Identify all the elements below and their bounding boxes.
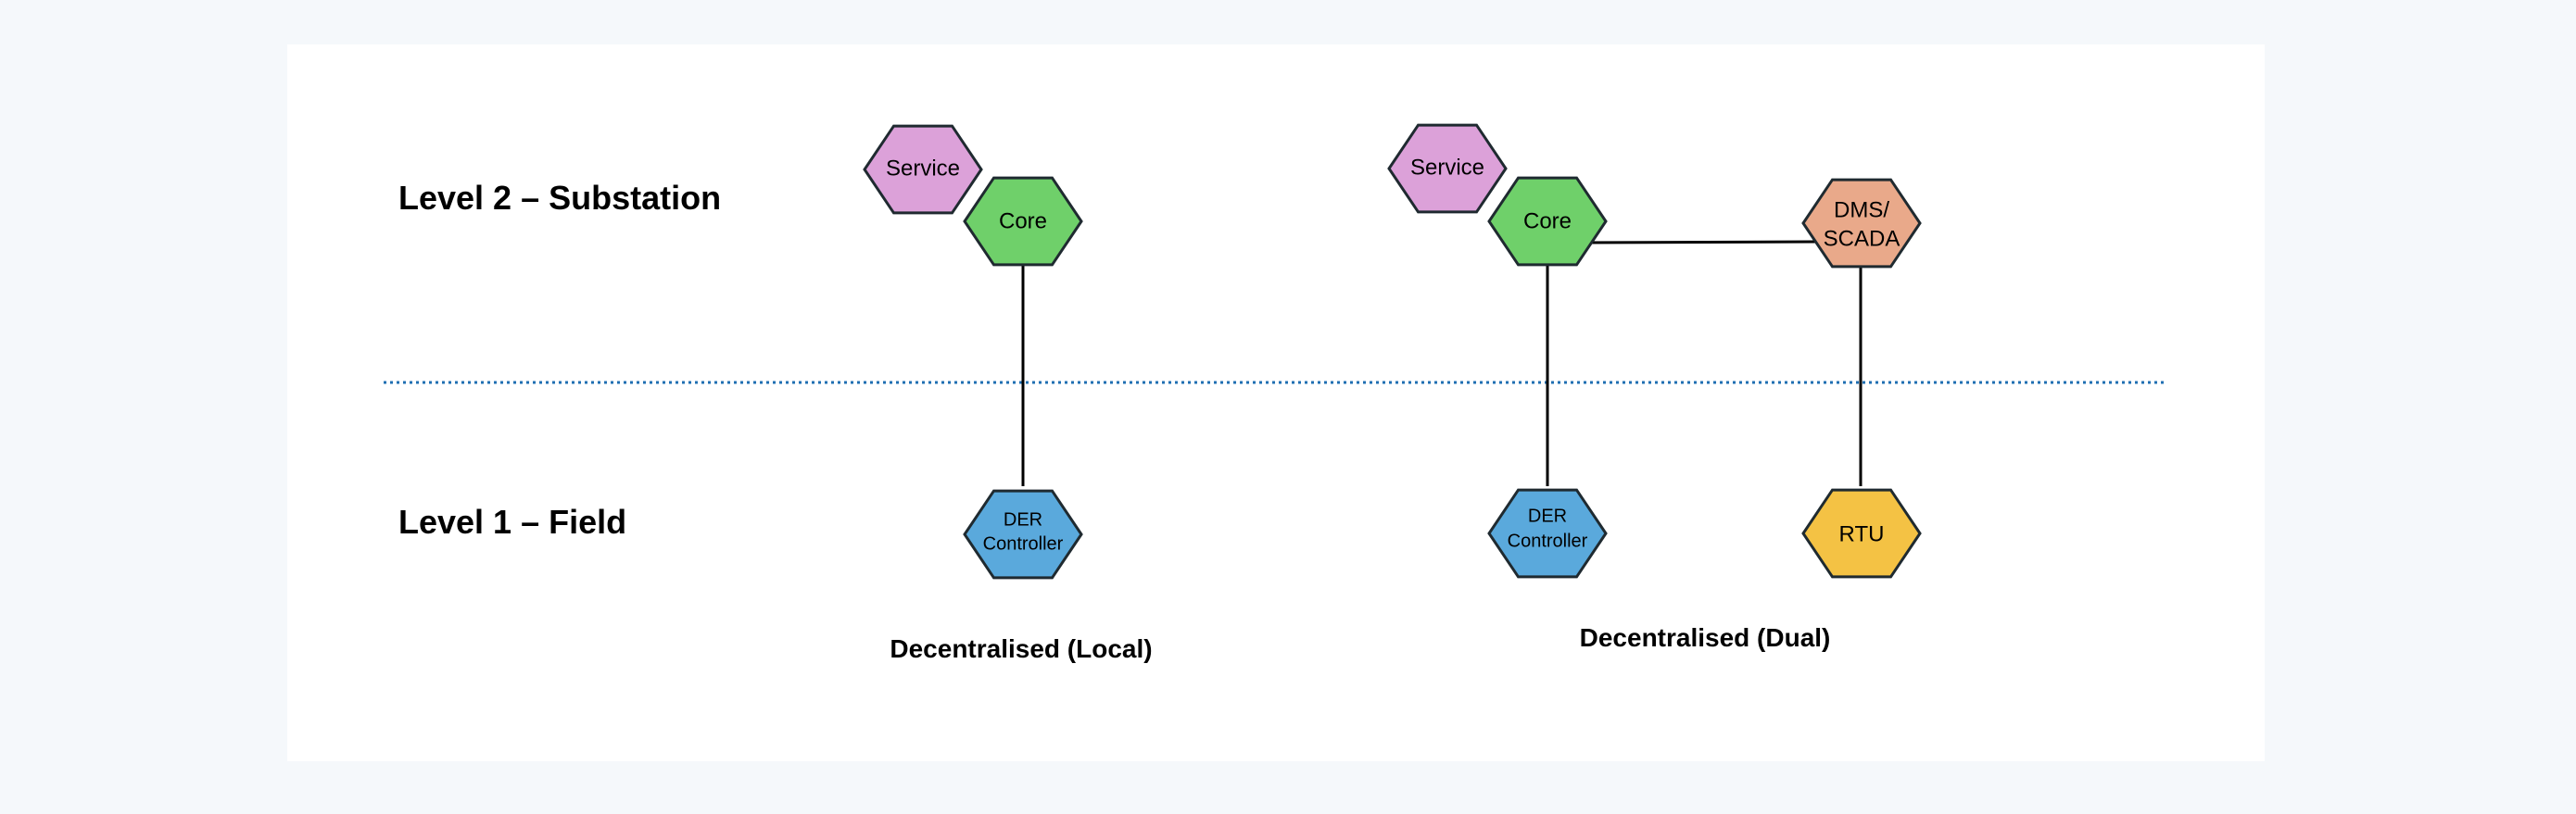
dual-dms-scada-hexagon — [1801, 178, 1922, 269]
local-core-label: Core — [999, 208, 1047, 233]
dual-core-label: Core — [1523, 208, 1572, 233]
dual-der-label-line2: Controller — [1508, 531, 1588, 551]
connector-dual-core-dms — [1584, 240, 1817, 244]
dual-rtu-label: RTU — [1839, 521, 1885, 546]
dual-rtu-hexagon — [1801, 488, 1922, 579]
level-1-label: Level 1 – Field — [398, 503, 626, 541]
diagram-panel — [287, 44, 2265, 761]
dual-service-hexagon — [1387, 123, 1508, 214]
dual-dms-label-line1: DMS/ — [1834, 197, 1889, 222]
local-core-hexagon — [963, 176, 1083, 267]
local-caption: Decentralised (Local) — [890, 634, 1152, 663]
dual-dms-label-line2: SCADA — [1824, 226, 1900, 251]
dual-der-controller-hexagon — [1487, 488, 1608, 579]
dual-core-hexagon — [1487, 176, 1608, 267]
dual-caption: Decentralised (Dual) — [1580, 623, 1831, 652]
local-service-label: Service — [886, 156, 960, 181]
dual-service-label: Service — [1410, 155, 1484, 180]
level-2-label: Level 2 – Substation — [398, 179, 721, 217]
local-der-label-line2: Controller — [983, 533, 1064, 554]
local-der-controller-hexagon — [963, 489, 1083, 580]
dual-der-label-line1: DER — [1528, 506, 1567, 526]
local-service-hexagon — [863, 124, 983, 215]
local-der-label-line1: DER — [1004, 509, 1042, 530]
